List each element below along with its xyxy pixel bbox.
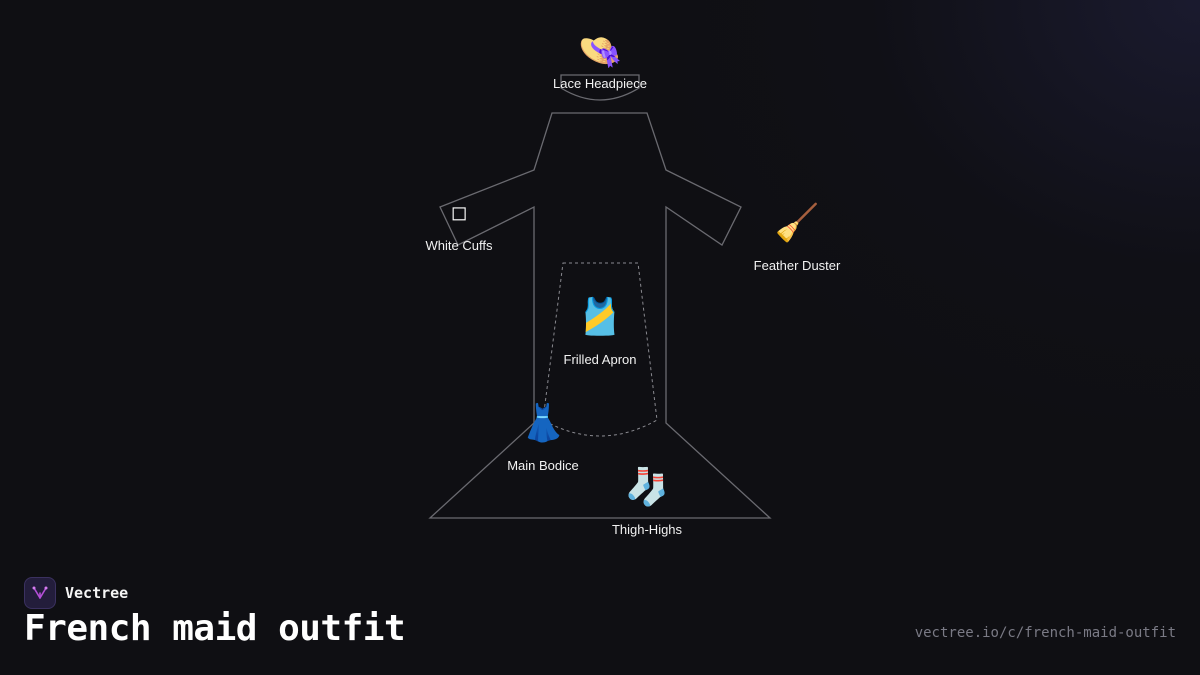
page-url[interactable]: vectree.io/c/french-maid-outfit bbox=[914, 625, 1176, 641]
item-label: White Cuffs bbox=[425, 238, 493, 253]
item-label: Lace Headpiece bbox=[553, 76, 647, 91]
broom-icon: 🧹 bbox=[774, 203, 820, 244]
item-label: Frilled Apron bbox=[563, 352, 637, 367]
item-feather-duster[interactable]: 🧹 Feather Duster bbox=[754, 202, 841, 273]
item-label: Thigh-Highs bbox=[611, 522, 683, 537]
item-frilled-apron[interactable]: 🎽 Frilled Apron bbox=[564, 296, 637, 367]
item-white-cuffs[interactable]: ◻ White Cuffs bbox=[426, 200, 493, 253]
brand[interactable]: Vectree bbox=[24, 577, 128, 609]
square-icon: ◻ bbox=[450, 200, 468, 224]
brand-name: Vectree bbox=[65, 584, 129, 602]
item-lace-headpiece[interactable]: 👒 Lace Headpiece bbox=[553, 30, 647, 91]
item-label: Feather Duster bbox=[753, 258, 841, 273]
dress-icon: 👗 bbox=[520, 403, 566, 444]
apron-outline bbox=[542, 262, 658, 437]
page-title: French maid outfit bbox=[24, 608, 406, 649]
vectree-logo-icon bbox=[24, 577, 56, 609]
dress-outline bbox=[428, 112, 772, 519]
running-shirt-icon: 🎽 bbox=[577, 297, 623, 338]
item-label: Main Bodice bbox=[507, 458, 579, 473]
item-thigh-highs[interactable]: 🧦 Thigh-Highs bbox=[612, 466, 682, 537]
headpiece-outline bbox=[560, 74, 640, 101]
socks-icon: 🧦 bbox=[624, 467, 670, 508]
item-main-bodice[interactable]: 👗 Main Bodice bbox=[507, 402, 579, 473]
hat-icon: 👒 bbox=[577, 31, 623, 72]
